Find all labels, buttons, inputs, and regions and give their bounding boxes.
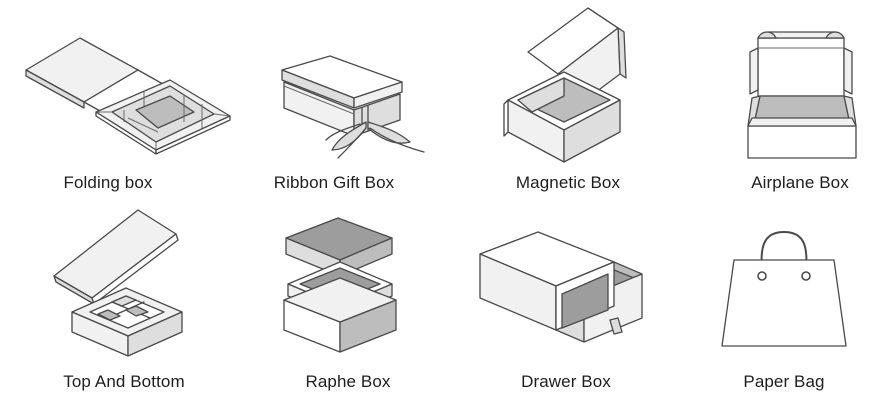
magnetic-box-icon [503,7,627,163]
ribbon-gift-box-icon [281,55,425,159]
label-raphe-box: Raphe Box [305,372,391,391]
item-drawer-box: Drawer Box [466,206,666,396]
paper-bag-icon [721,231,847,347]
item-airplane-box: Airplane Box [700,28,875,218]
label-magnetic-box: Magnetic Box [515,173,621,192]
folding-box-icon [25,37,231,155]
item-folding-box: Folding box [8,28,231,218]
item-raphe-box: Raphe Box [248,206,448,396]
raphe-box-icon [283,217,397,353]
label-airplane-box: Airplane Box [751,173,849,192]
drawer-box-icon [479,231,643,343]
label-top-and-bottom: Top And Bottom [63,372,185,391]
item-paper-bag: Paper Bag [684,206,875,396]
label-ribbon-gift-box: Ribbon Gift Box [273,173,395,192]
label-drawer-box: Drawer Box [521,372,611,391]
airplane-box-icon [747,31,857,159]
label-paper-bag: Paper Bag [743,372,825,391]
top-and-bottom-box-icon [53,209,183,357]
item-magnetic-box: Magnetic Box [468,0,668,192]
label-folding-box: Folding box [63,173,153,192]
item-ribbon-gift-box: Ribbon Gift Box [234,28,434,218]
item-top-and-bottom: Top And Bottom [32,206,232,396]
